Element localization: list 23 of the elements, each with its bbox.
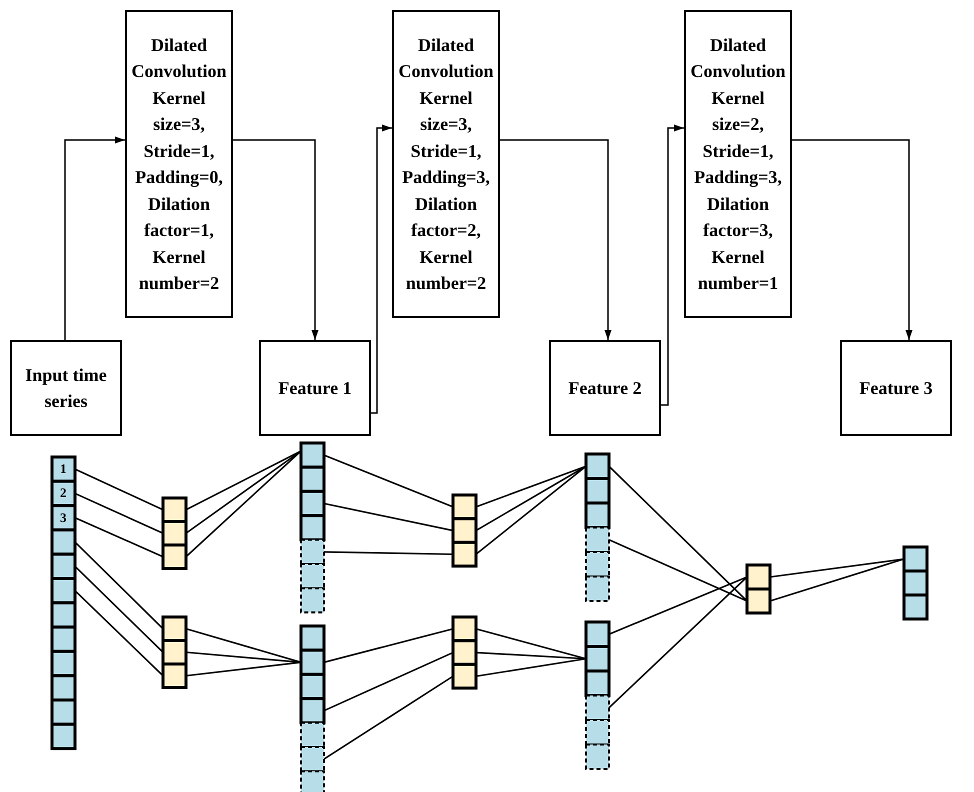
arrow — [661, 124, 684, 406]
arrow — [371, 124, 392, 414]
cell-number: 1 — [60, 462, 66, 475]
cell-number: 3 — [60, 510, 66, 524]
feature-box — [259, 340, 371, 436]
feature-box — [10, 340, 122, 436]
convolution-box — [392, 10, 500, 318]
node-label: Feature 1 — [278, 376, 352, 400]
node-label: Dilated Convolution Kernel size=3, Stride=1, Padding=3, Dilation factor=2, Kernel number=2 — [397, 34, 495, 295]
feature-box — [840, 340, 952, 436]
arrow — [500, 139, 612, 340]
feature-box — [549, 340, 661, 436]
convolution-box — [684, 10, 792, 318]
node-label: Feature 2 — [568, 376, 642, 400]
arrow — [64, 136, 125, 340]
convolution-box — [125, 10, 233, 318]
arrow — [792, 139, 912, 340]
node-label: Dilated Convolution Kernel size=3, Stride=1, Padding=0, Dilation factor=1, Kernel number=2 — [130, 34, 228, 295]
node-label: Feature 3 — [859, 376, 933, 400]
cell-number: 2 — [60, 486, 66, 500]
node-label: Dilated Convolution Kernel size=2, Stride=1, Padding=3, Dilation factor=3, Kernel number=1 — [689, 34, 787, 295]
arrow — [233, 139, 318, 340]
node-label: Input time series — [24, 364, 108, 413]
